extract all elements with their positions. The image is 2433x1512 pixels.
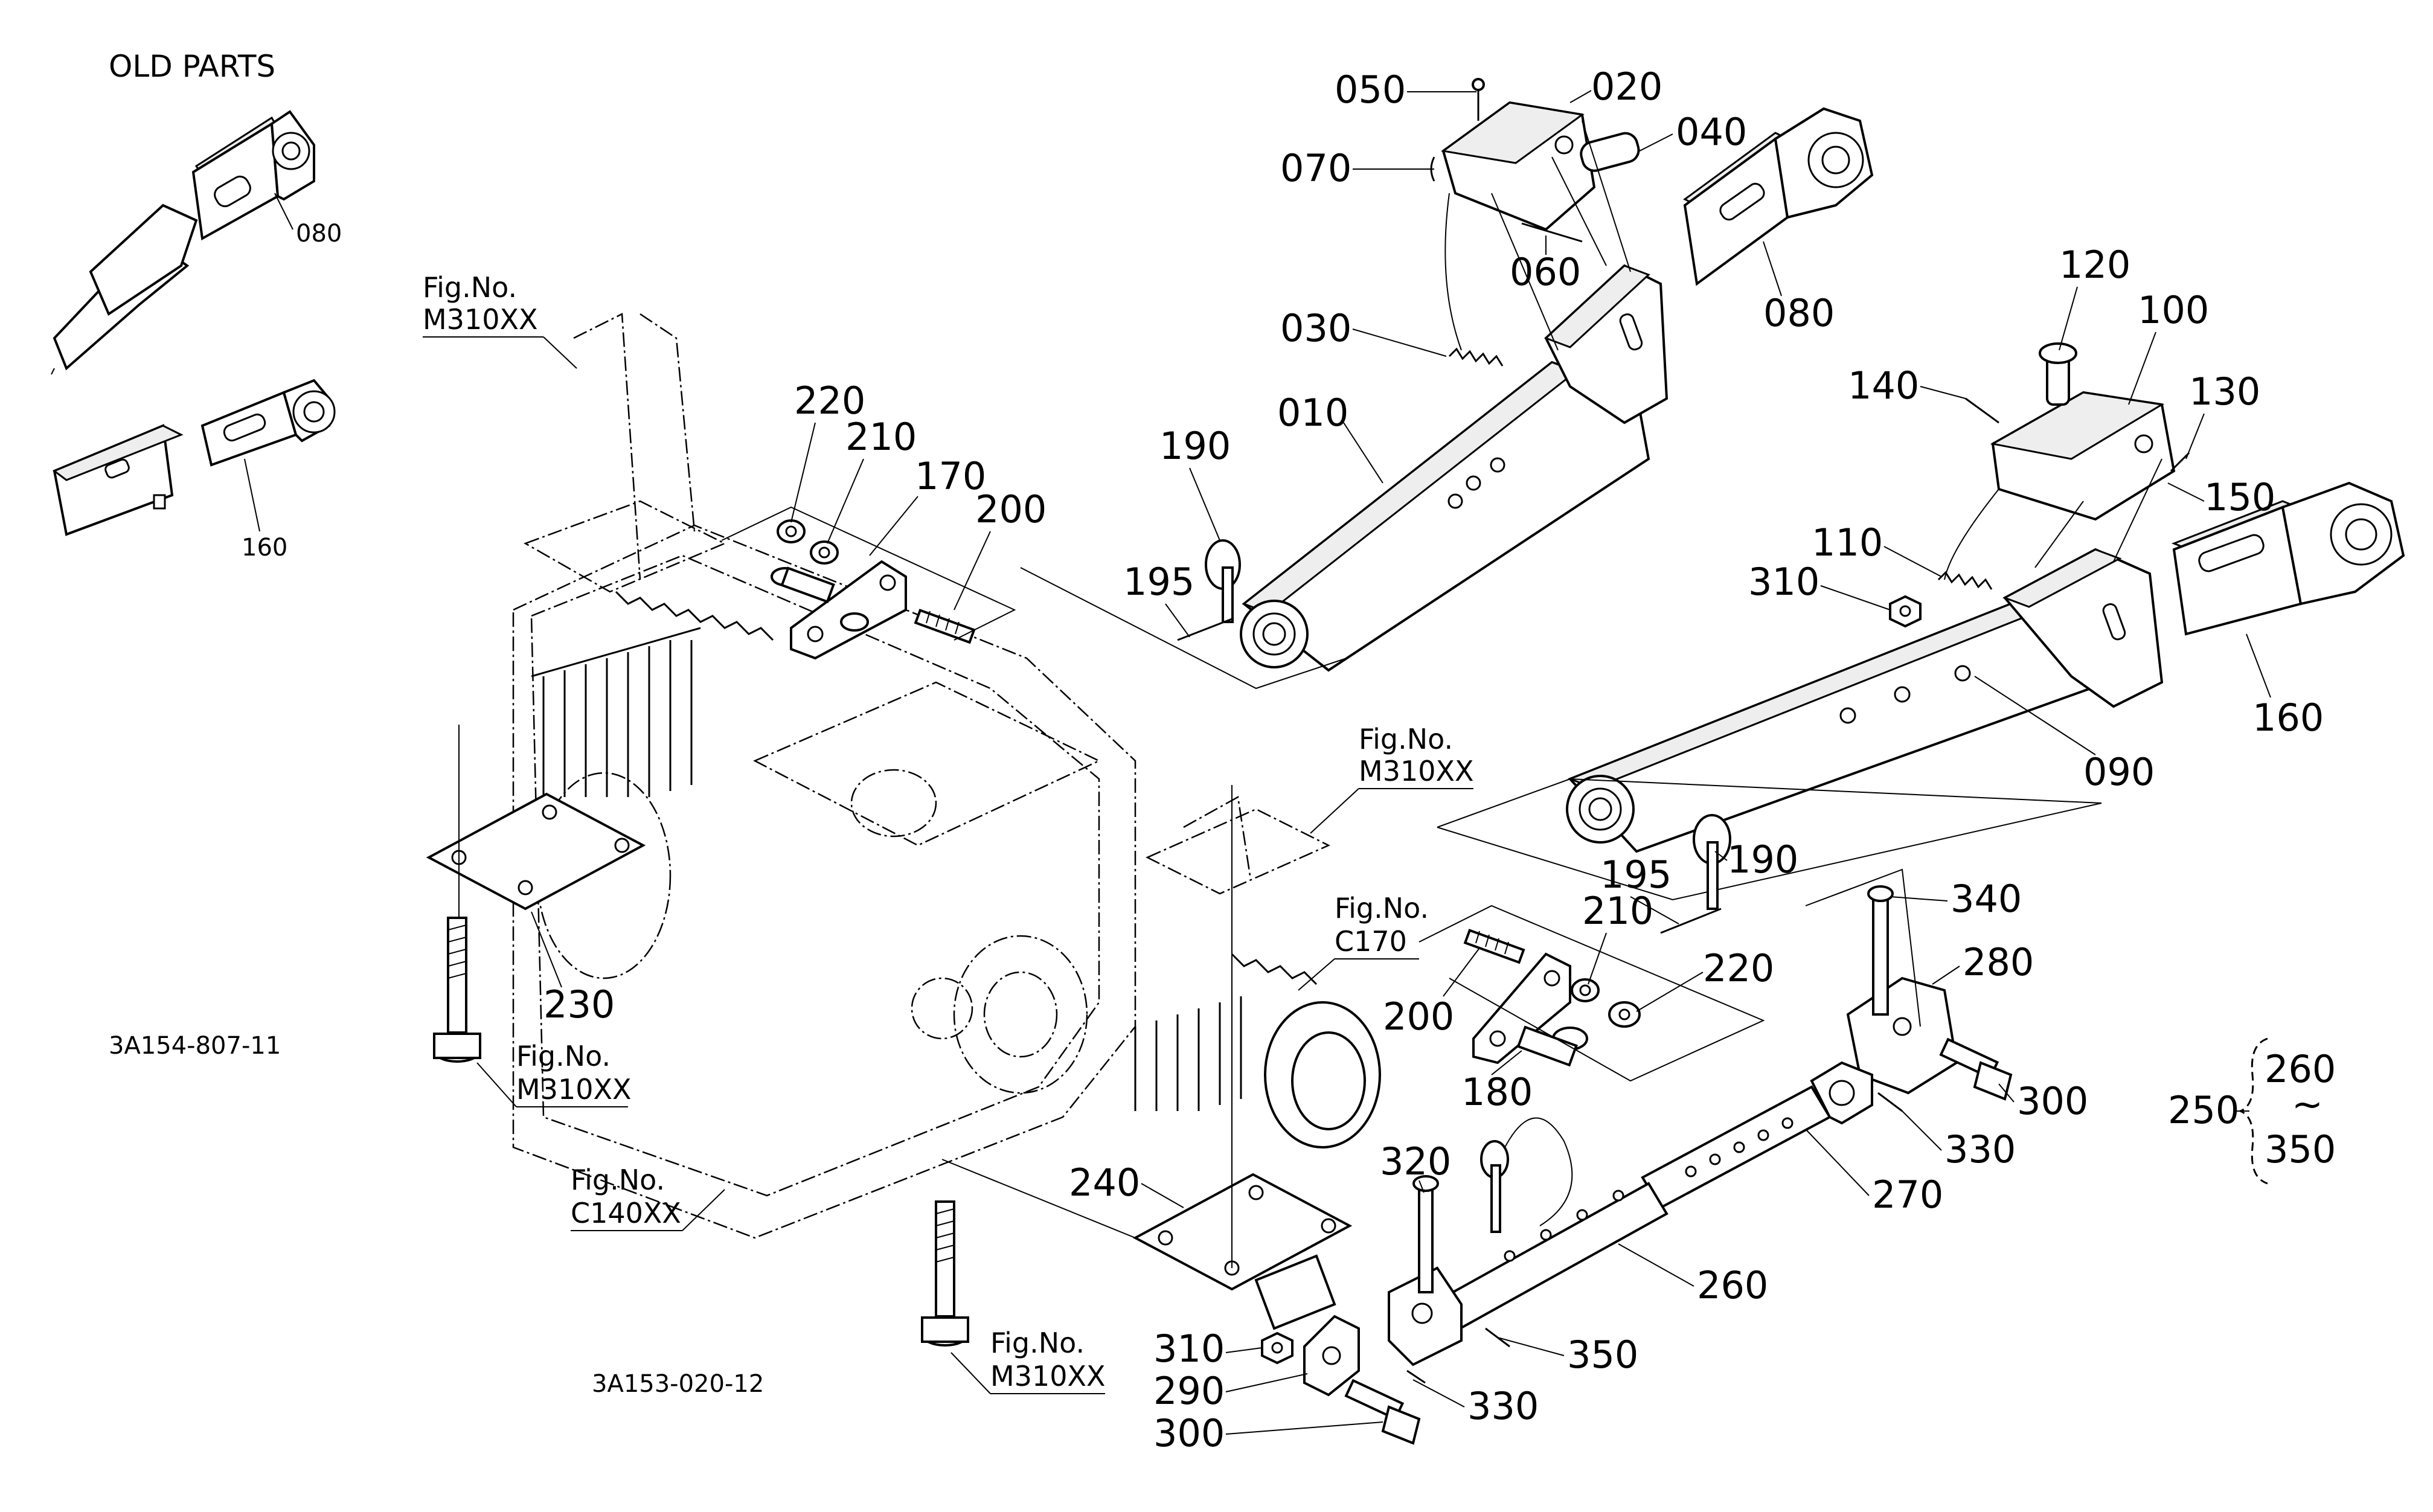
assembly-range-sep: ~ bbox=[2292, 1082, 2323, 1126]
plate-230-drawing bbox=[426, 725, 646, 1063]
part-label: 220 bbox=[794, 379, 865, 423]
part-label: 310 bbox=[1153, 1327, 1225, 1371]
cooling-fins-left bbox=[531, 591, 774, 797]
part-label: 130 bbox=[2189, 370, 2260, 414]
old-arm-upper-drawing bbox=[51, 110, 315, 375]
fig-ref-line1: Fig.No. bbox=[1335, 892, 1429, 924]
part-label: 020 bbox=[1591, 65, 1662, 109]
pin-190-upper-drawing bbox=[1177, 539, 1241, 641]
old-part-label-160: 160 bbox=[242, 534, 287, 562]
part-label: 260 bbox=[1697, 1263, 1768, 1307]
part-label: 270 bbox=[1872, 1173, 1943, 1217]
old-parts-heading: OLD PARTS bbox=[109, 49, 275, 84]
assembly-range-to: 350 bbox=[2265, 1127, 2336, 1171]
part-label: 040 bbox=[1676, 110, 1747, 154]
part-label: 240 bbox=[1069, 1161, 1140, 1205]
part-label: 190 bbox=[1727, 838, 1798, 882]
part-label: 195 bbox=[1600, 853, 1672, 897]
bracket-170-drawing bbox=[721, 506, 1016, 660]
nut-310-upper-drawing bbox=[1889, 595, 1922, 628]
part-label: 120 bbox=[2059, 243, 2130, 287]
cooling-fins-right bbox=[1134, 953, 1381, 1148]
part-label: 330 bbox=[1467, 1384, 1539, 1428]
assembly-250: 250 260 ~ 350 bbox=[2168, 1037, 2336, 1185]
part-label: 300 bbox=[1153, 1411, 1225, 1455]
part-label: 280 bbox=[1963, 940, 2034, 984]
assembly-range-from: 260 bbox=[2265, 1047, 2336, 1091]
part-label: 090 bbox=[2083, 750, 2155, 794]
part-label: 290 bbox=[1153, 1369, 1225, 1413]
bracket-020-drawing bbox=[1430, 78, 1640, 367]
part-label: 170 bbox=[915, 454, 986, 498]
clevis-160-drawing bbox=[2171, 481, 2405, 636]
part-label: 110 bbox=[1812, 521, 1883, 565]
fig-ref-line1: Fig.No. bbox=[1359, 723, 1453, 755]
pin-190-lower-drawing bbox=[1660, 814, 1731, 934]
fig-ref-line2: C140XX bbox=[571, 1197, 681, 1229]
fig-ref-line2: M310XX bbox=[516, 1073, 632, 1106]
fig-ref-line1: Fig.No. bbox=[990, 1327, 1085, 1359]
part-label: 050 bbox=[1335, 68, 1406, 112]
bracket-100-drawing bbox=[1937, 342, 2190, 590]
old-parts-inset: OLD PARTS 080 160 bbox=[51, 49, 342, 562]
part-label: 080 bbox=[1763, 291, 1835, 335]
part-label: 100 bbox=[2138, 288, 2209, 332]
part-label: 220 bbox=[1703, 946, 1774, 990]
old-arm-lower-drawing bbox=[53, 379, 336, 536]
fig-ref-line2: C170 bbox=[1335, 925, 1407, 958]
transmission-housing-drawing bbox=[512, 313, 1381, 1239]
clevis-080-drawing bbox=[1683, 107, 1874, 286]
fig-ref-line2: M310XX bbox=[1359, 755, 1474, 787]
part-label: 070 bbox=[1280, 146, 1351, 190]
part-labels: 050 020 040 070 060 080 030 010 120 100 … bbox=[531, 65, 2324, 1455]
part-label: 340 bbox=[1951, 877, 2022, 921]
part-label: 195 bbox=[1123, 560, 1194, 604]
plate-240-drawing bbox=[921, 785, 1353, 1347]
lift-arm-010-drawing bbox=[1020, 264, 1668, 690]
part-label: 200 bbox=[975, 487, 1047, 531]
part-label: 300 bbox=[2017, 1079, 2088, 1123]
fig-ref-line2: M310XX bbox=[423, 303, 538, 336]
part-label: 210 bbox=[845, 415, 917, 459]
part-label: 310 bbox=[1748, 560, 1819, 604]
old-part-label-080: 080 bbox=[296, 220, 342, 248]
part-label: 160 bbox=[2252, 696, 2324, 740]
drawing-code: 3A153-020-12 bbox=[592, 1370, 764, 1398]
fig-ref-line1: Fig.No. bbox=[423, 271, 517, 304]
part-label: 030 bbox=[1280, 306, 1351, 350]
figure-refs: Fig.No. M310XX Fig.No. M310XX Fig.No. M3… bbox=[423, 271, 1474, 1394]
fig-ref-line1: Fig.No. bbox=[516, 1040, 611, 1072]
fig-ref-line2: M310XX bbox=[990, 1360, 1106, 1392]
assembly-label: 250 bbox=[2168, 1088, 2239, 1132]
fig-ref-line1: Fig.No. bbox=[571, 1164, 665, 1196]
part-label: 150 bbox=[2204, 475, 2275, 519]
part-label: 210 bbox=[1582, 889, 1653, 933]
part-label: 200 bbox=[1383, 995, 1454, 1039]
part-label: 320 bbox=[1380, 1139, 1451, 1184]
part-label: 010 bbox=[1277, 391, 1348, 435]
part-label: 230 bbox=[543, 982, 615, 1027]
part-label: 060 bbox=[1510, 250, 1581, 294]
part-label: 180 bbox=[1461, 1070, 1533, 1114]
part-label: 140 bbox=[1848, 364, 1919, 408]
drawing-code: 3A154-807-11 bbox=[109, 1032, 281, 1060]
stabilizer-drawing bbox=[1261, 868, 2013, 1445]
part-label: 330 bbox=[1944, 1127, 2016, 1171]
part-label: 190 bbox=[1159, 424, 1231, 468]
part-label: 350 bbox=[1567, 1333, 1638, 1377]
bracket-180-drawing bbox=[1418, 905, 1765, 1082]
lift-arm-090-drawing bbox=[1437, 548, 2164, 901]
